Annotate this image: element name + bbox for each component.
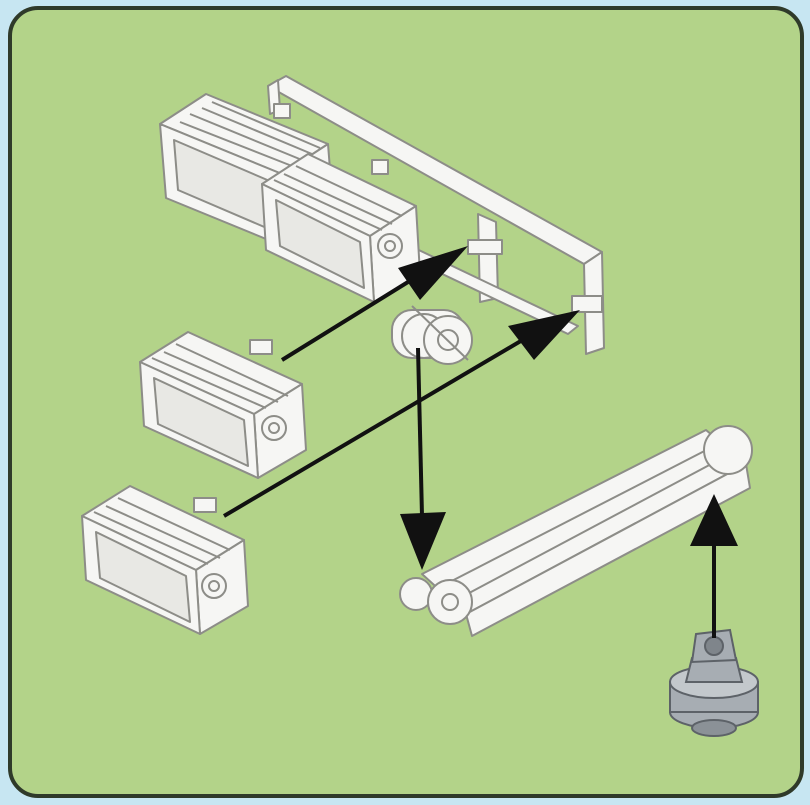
light-box-2 <box>262 154 420 302</box>
light-box-4 <box>82 486 248 634</box>
arrowhead-hinge <box>400 512 446 570</box>
light-box-3 <box>140 332 306 478</box>
tripod-mount-screw <box>670 630 758 736</box>
hinge-block <box>392 306 472 364</box>
instruction-panel <box>8 6 804 798</box>
arrow-hinge-to-arm <box>418 348 422 516</box>
arrow-box3-to-frame <box>282 282 408 360</box>
assembly-diagram <box>12 10 804 798</box>
